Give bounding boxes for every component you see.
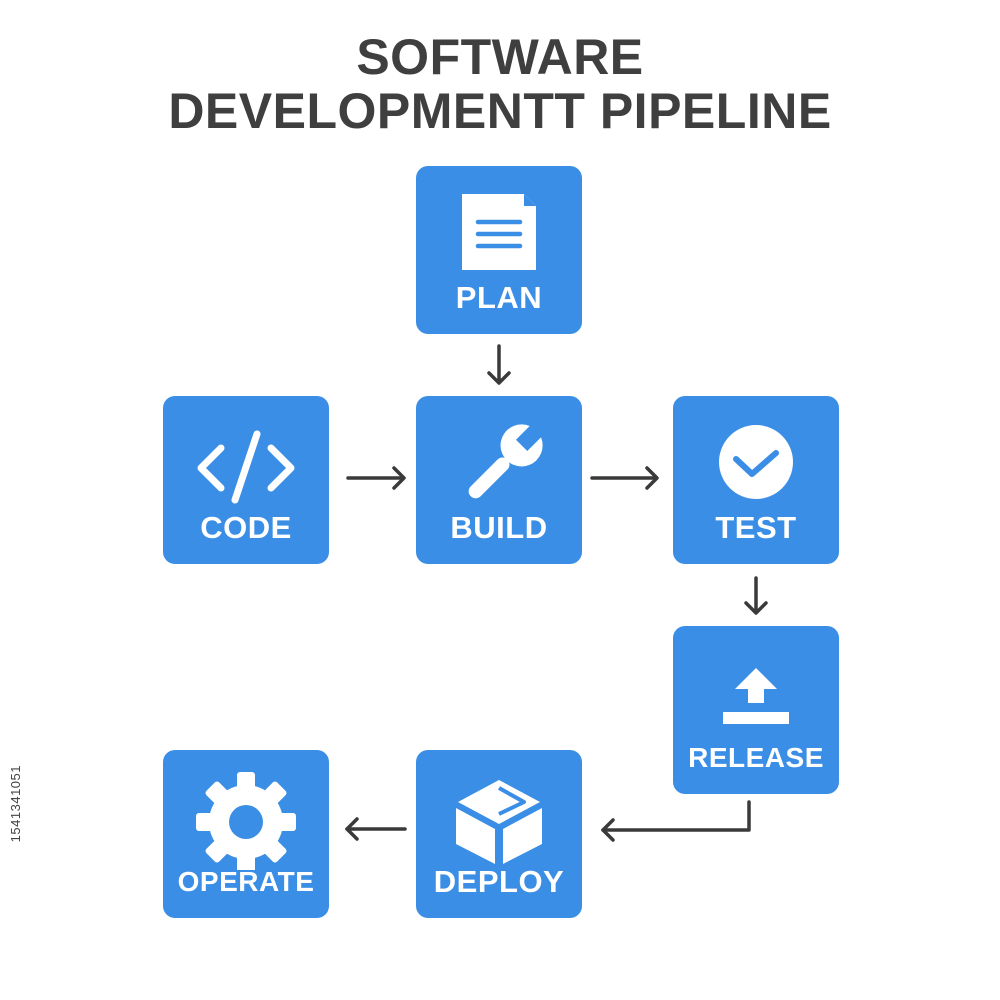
arrow-release-to-deploy <box>601 800 751 842</box>
node-release-label: RELEASE <box>688 742 824 773</box>
title-line-2: DEVELOPMENTT PIPELINE <box>168 83 832 139</box>
check-circle-icon <box>673 396 839 516</box>
node-build-label: BUILD <box>450 510 548 545</box>
upload-icon <box>673 626 839 746</box>
gear-icon <box>163 750 329 870</box>
node-plan-label: PLAN <box>455 280 543 315</box>
arrow-deploy-to-operate <box>345 817 407 841</box>
wrench-icon <box>416 396 582 516</box>
box-icon <box>416 750 582 870</box>
node-deploy: DEPLOY <box>416 750 582 918</box>
node-code-label: CODE <box>200 510 292 545</box>
node-plan: PLAN <box>416 166 582 334</box>
arrow-code-to-build <box>346 466 406 490</box>
node-operate-label: OPERATE <box>177 866 315 897</box>
node-build: BUILD <box>416 396 582 564</box>
document-icon <box>416 166 582 286</box>
arrow-plan-to-build <box>487 344 511 385</box>
node-test: TEST <box>673 396 839 564</box>
page-title: SOFTWARE DEVELOPMENTT PIPELINE <box>0 30 1000 138</box>
node-test-label: TEST <box>715 510 797 545</box>
arrow-build-to-test <box>590 466 659 490</box>
node-code: CODE <box>163 396 329 564</box>
title-line-1: SOFTWARE <box>356 29 644 85</box>
node-release: RELEASE <box>673 626 839 794</box>
code-brackets-icon <box>163 396 329 516</box>
node-operate: OPERATE <box>163 750 329 918</box>
arrow-test-to-release <box>744 576 768 615</box>
watermark-id: 1541341051 <box>8 765 23 843</box>
node-deploy-label: DEPLOY <box>433 864 565 899</box>
